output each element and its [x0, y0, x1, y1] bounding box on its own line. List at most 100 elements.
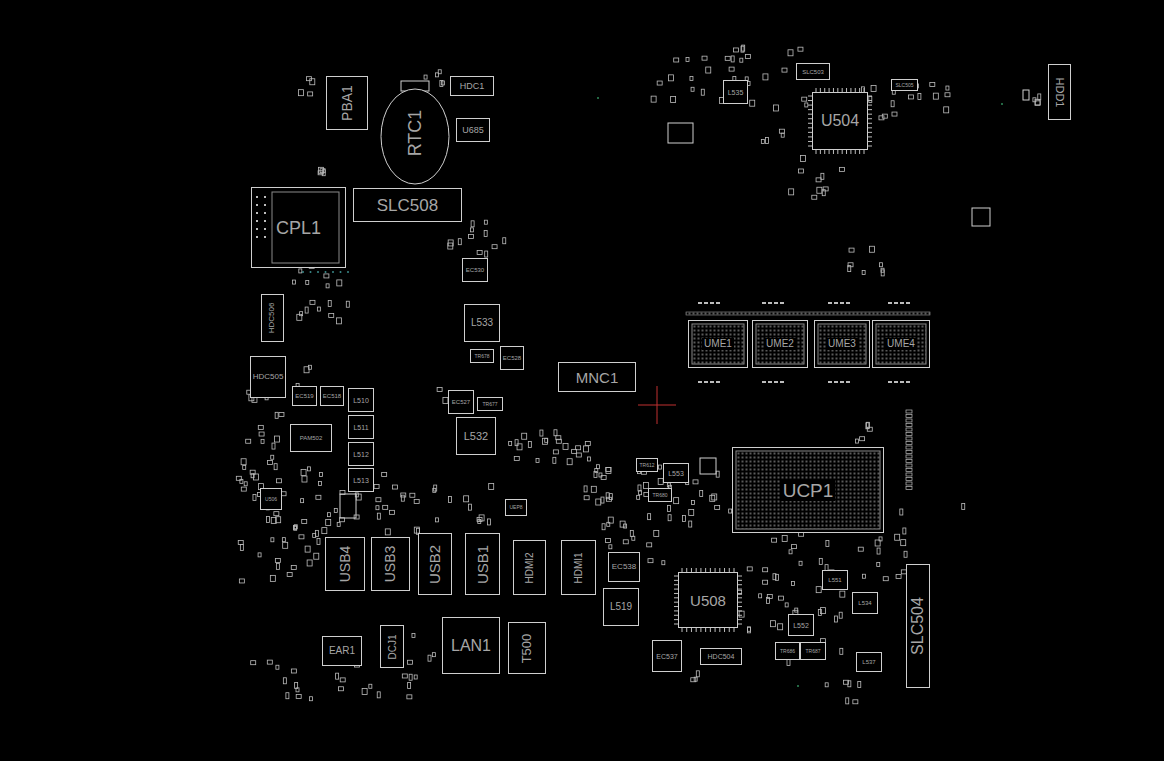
smd-pad	[691, 501, 694, 505]
pad-row	[834, 302, 838, 304]
pad-column	[906, 415, 912, 418]
smd-pad	[816, 178, 821, 182]
smd-pad	[441, 81, 444, 85]
chip-pin	[850, 150, 851, 154]
smd-pad	[402, 674, 407, 678]
smd-pad	[271, 455, 274, 459]
chip-pin	[846, 150, 847, 154]
smd-pad	[302, 520, 307, 524]
smd-pad	[318, 482, 321, 486]
smd-pad	[799, 561, 802, 565]
smd-pad	[286, 693, 289, 699]
smd-pad	[606, 493, 609, 499]
part-designator: UME2	[764, 338, 796, 350]
component-outline: L534	[852, 592, 878, 614]
smd-pad	[763, 568, 768, 572]
chip-pin	[738, 619, 742, 620]
smd-pad	[781, 133, 784, 137]
component-outline: T500	[508, 622, 546, 674]
smd-pad	[871, 85, 876, 91]
smd-pad	[464, 496, 469, 502]
smd-pad	[1035, 101, 1040, 105]
part-designator: EC538	[612, 563, 636, 571]
component-outline: LAN1	[442, 617, 500, 674]
smd-pad	[860, 437, 865, 441]
pad-column	[906, 451, 912, 454]
smd-pad	[853, 700, 858, 704]
smd-pad	[584, 486, 587, 492]
chip-pin	[868, 96, 872, 97]
chip-pin	[724, 628, 725, 632]
pad-row	[846, 381, 850, 383]
smd-pad	[250, 470, 255, 474]
smd-pad	[383, 505, 388, 509]
smd-pad	[789, 189, 794, 195]
smd-pad	[671, 97, 676, 103]
smd-pad	[696, 671, 699, 677]
via-dot	[347, 271, 349, 273]
smd-pad	[839, 612, 842, 618]
smd-pad	[484, 231, 487, 237]
smd-pad	[318, 171, 323, 175]
smd-pad	[630, 530, 633, 536]
part-designator: L551	[828, 577, 841, 583]
smd-pad	[710, 495, 715, 501]
smd-pad	[933, 93, 938, 99]
pad-column	[906, 419, 912, 422]
pad-row	[780, 381, 784, 383]
smd-pad	[479, 515, 484, 521]
chip-pin	[837, 150, 838, 154]
smd-pad	[691, 678, 696, 682]
pad-column	[906, 437, 912, 440]
component-outline: EC519	[292, 386, 317, 406]
smd-pad	[305, 307, 308, 313]
smd-pad	[563, 443, 568, 449]
smd-pad	[279, 412, 284, 416]
smd-pad	[583, 446, 588, 452]
smd-pad	[821, 173, 824, 179]
smd-pad	[276, 665, 279, 669]
chip-pin	[738, 615, 742, 616]
chip-pin	[738, 606, 742, 607]
smd-pad	[944, 107, 949, 113]
pad-column	[906, 469, 912, 472]
pad-column	[906, 446, 912, 449]
smd-pad	[606, 539, 611, 543]
component-outline: TR678	[470, 349, 494, 363]
smd-pad	[763, 580, 768, 584]
smd-pad	[291, 565, 296, 569]
smd-pad	[946, 86, 949, 90]
smd-pad	[759, 594, 762, 598]
part-designator: L532	[464, 431, 488, 442]
part-designator: L510	[353, 397, 369, 404]
part-designator: EC530	[466, 267, 484, 273]
component-outline: U504	[812, 92, 868, 150]
component-outline: EC530	[462, 258, 488, 282]
smd-pad	[307, 77, 312, 81]
smd-pad	[468, 234, 473, 238]
smd-pad	[862, 271, 865, 275]
smd-pad	[607, 522, 610, 526]
smd-pad	[702, 56, 707, 60]
smd-pad	[782, 535, 787, 541]
smd-pad	[267, 660, 272, 664]
smd-pad	[484, 220, 487, 224]
smd-pad	[542, 438, 547, 444]
part-designator: L513	[353, 477, 369, 484]
component-outline: MNC1	[558, 362, 636, 392]
smd-pad	[667, 505, 670, 511]
smd-pad	[772, 538, 777, 542]
part-designator: TR686	[780, 649, 795, 654]
smd-pad	[716, 471, 719, 477]
smd-pad	[904, 551, 907, 557]
smd-pad	[307, 467, 310, 471]
component-outline: L537	[856, 652, 882, 672]
chip-pin	[855, 150, 856, 154]
smd-pad	[825, 683, 828, 687]
smd-pad	[246, 439, 251, 443]
smd-pad	[470, 228, 473, 232]
smd-pad	[584, 496, 589, 500]
part-designator: HDC504	[708, 653, 735, 660]
chip-pin	[816, 150, 817, 154]
smd-pad	[485, 251, 488, 257]
